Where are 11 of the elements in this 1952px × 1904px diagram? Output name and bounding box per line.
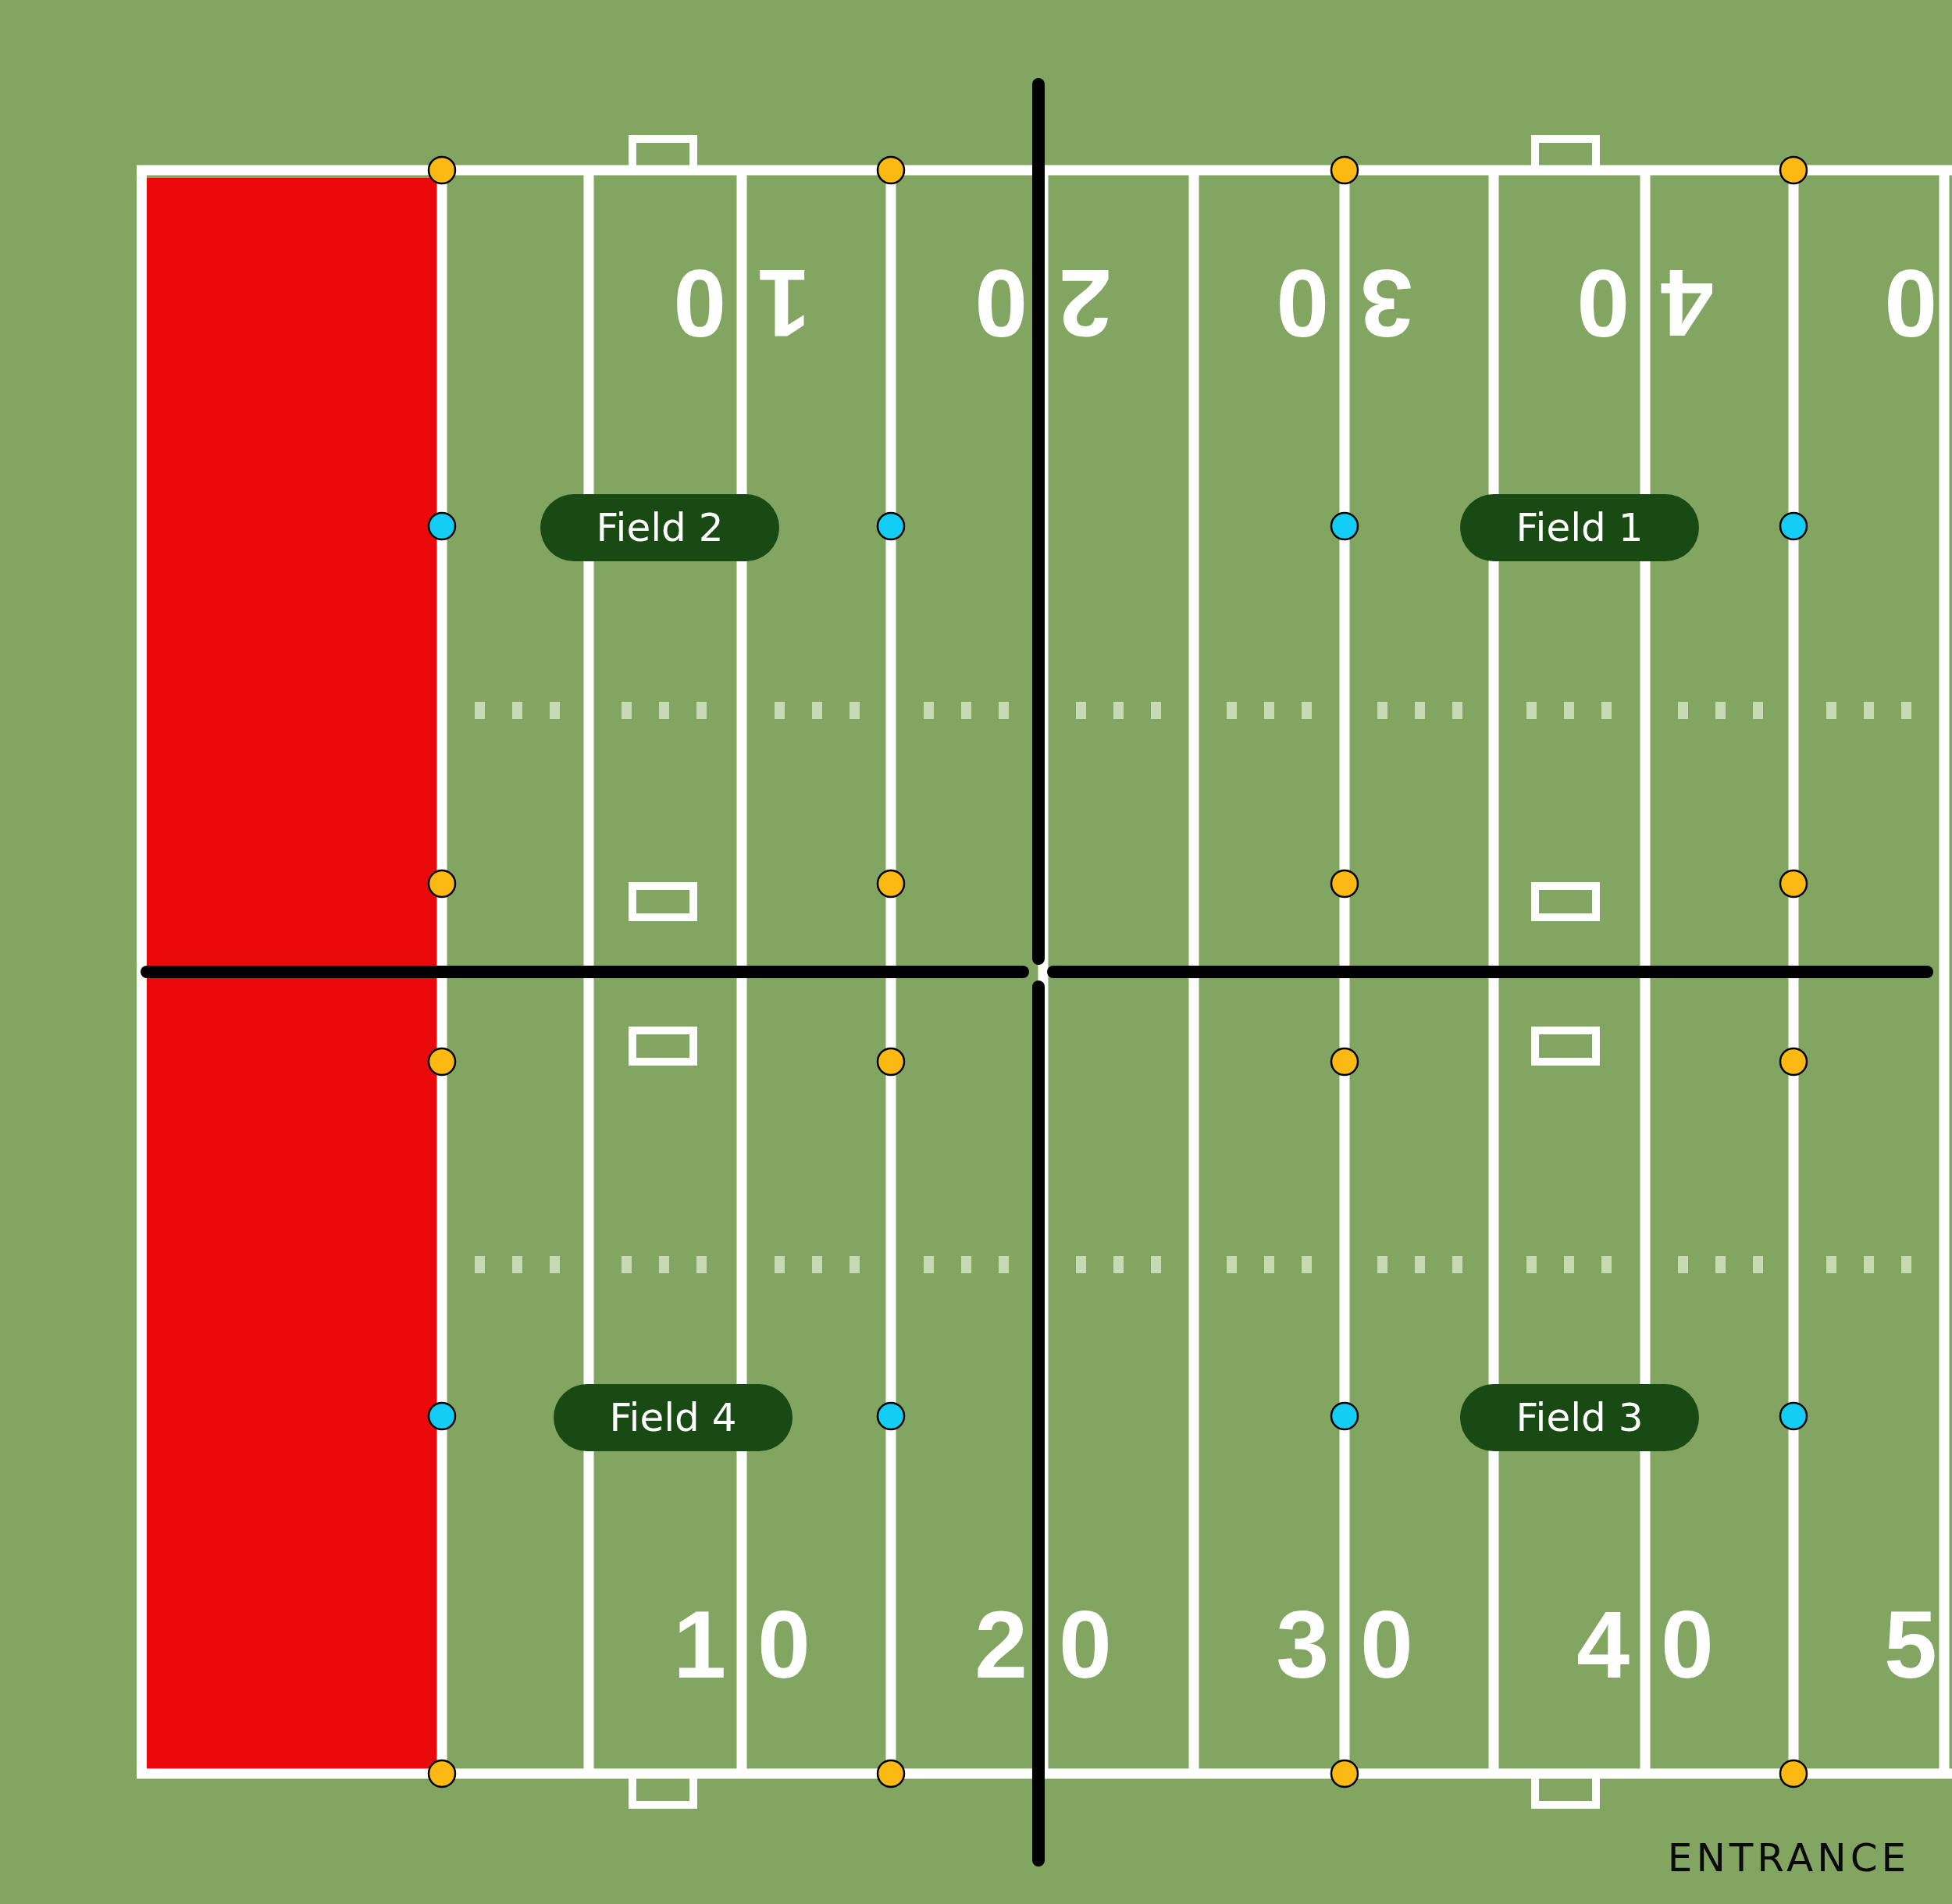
field-label: Field 2 <box>540 494 779 561</box>
yard-number: 10 <box>642 255 811 351</box>
field-label: Field 4 <box>554 1384 793 1451</box>
yard-number: 30 <box>1245 255 1414 351</box>
yard-number: 5 <box>1884 1597 1937 1692</box>
yard-number: 0 <box>1884 255 1937 351</box>
yard-number: 20 <box>943 255 1113 351</box>
field-label: Field 1 <box>1460 494 1699 561</box>
entrance-label: ENTRANCE <box>1667 1838 1911 1877</box>
field-label: Field 3 <box>1460 1384 1699 1451</box>
yard-number: 40 <box>1545 255 1715 351</box>
